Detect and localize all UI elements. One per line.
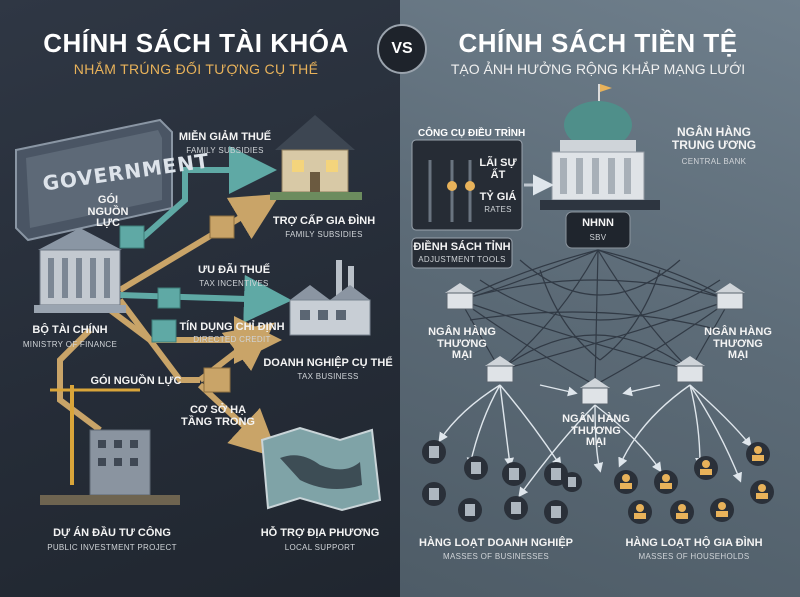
adjustment-sub: ADJUSTMENT TOOLS [418,255,506,264]
public-investment-sub: PUBLIC INVESTMENT PROJECT [47,543,177,552]
commercial-bank-icons [445,283,745,405]
resource-package-label-2: GÓI NGUỒN LỰC [90,375,182,387]
businesses-label: HÀNG LOẠT DOANH NGHIỆP [419,537,573,549]
central-bank-sub: CENTRAL BANK [681,157,747,166]
interest-rate-label: LÃI SỰ ẤT [479,157,517,181]
central-bank-label: NGÂN HÀNG TRUNG ƯƠNG [671,125,757,152]
infrastructure-label: CƠ SỞ HẠ TẦNG TRONG [181,404,255,428]
ministry-sub: MINISTRY OF FINANCE [22,340,118,349]
family-subsidy-label: TRỢ CẤP GIA ĐÌNH [272,215,376,227]
adjustment-label: ĐIỀNH SÁCH TỈNH [413,241,511,253]
distribution-arrows [438,384,752,498]
local-map [260,426,382,512]
specific-business-sub: TAX BUSINESS [297,372,359,381]
businesses-sub: MASSES OF BUSINESSES [442,552,550,561]
local-support-label: HỖ TRỢ ĐỊA PHƯƠNG [260,527,380,539]
commercial-bank-label-right: NGÂN HÀNG THƯƠNG MẠI [704,326,772,362]
tax-exemption-label: MIỄN GIẢM THUẾ [178,131,272,143]
tax-incentive-label: ƯU ĐÃI THUẾ [197,264,271,276]
exchange-rate-label: TỶ GIÁ [479,191,517,203]
directed-credit-label: TÍN DỤNG CHỈ ĐỊNH [179,321,285,333]
family-subsidy-sub: FAMILY SUBSIDIES [285,230,363,239]
tax-incentive-sub: TAX INCENTIVES [199,279,269,288]
monetary-subtitle: TẠO ẢNH HƯỞNG RỘNG KHẮP MẠNG LƯỚI [450,61,746,77]
government-board [15,118,173,242]
construction-site [40,385,180,505]
tax-exemption-sub: FAMILY SUBSIDIES [186,146,264,155]
exchange-rate-sub: RATES [484,205,512,214]
nhnn-hub [411,211,631,269]
business-icons [422,440,582,524]
households-label: HÀNG LOẠT HỘ GIA ĐÌNH [625,537,763,549]
ministry-label: BỘ TÀI CHÍNH [32,324,108,336]
factory [289,260,371,336]
tools-title: CÔNG CỤ ĐIỀU TRÌNH [418,128,526,139]
household-icons [614,442,774,524]
ministry-building [34,228,126,313]
tools-panel [411,139,554,231]
local-support-sub: LOCAL SUPPORT [284,543,356,552]
commercial-bank-label-left: NGÂN HÀNG THƯƠNG MẠI [428,326,496,362]
commercial-bank-label-center: NGÂN HÀNG THƯƠNG MẠI [562,413,630,449]
fiscal-subtitle: NHẮM TRÚNG ĐỐI TƯỢNG CỤ THỂ [73,61,319,77]
nhnn-sub: SBV [589,233,607,242]
directed-credit-sub: DIRECTED CREDIT [193,335,271,344]
family-house [270,115,362,200]
specific-business-label: DOANH NGHIỆP CỤ THỂ [263,357,393,369]
monetary-title: CHÍNH SÁCH TIỀN TỆ [458,28,738,58]
vs-badge: VS [377,24,427,74]
resource-package-label-1: GÓI NGUỒN LỰC [87,194,129,230]
fiscal-title: CHÍNH SÁCH TÀI KHÓA [43,28,349,58]
resource-boxes [119,215,235,393]
central-bank-building [540,84,660,210]
households-sub: MASSES OF HOUSEHOLDS [638,552,750,561]
bank-network [459,249,731,386]
public-investment-label: DỰ ÁN ĐẦU TƯ CÔNG [53,527,171,539]
nhnn-label: NHNN [582,217,614,229]
